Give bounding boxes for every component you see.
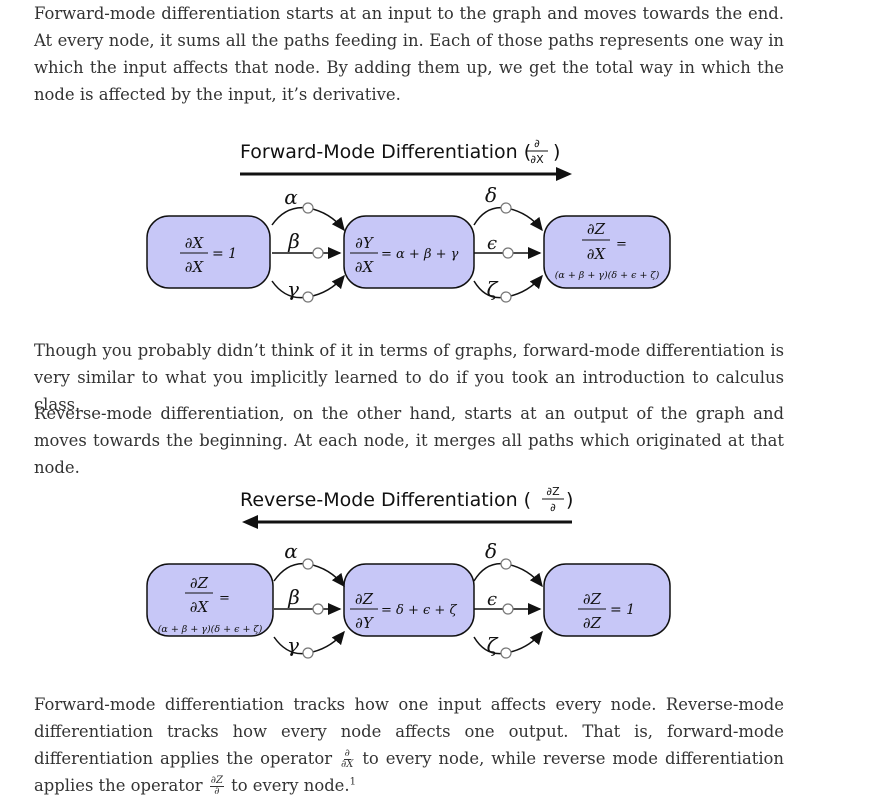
rev-edge-delta-label: δ (485, 539, 497, 563)
rev-edge-zeta-label: ζ (487, 633, 499, 657)
fwd-node3-rhs: = (616, 237, 627, 252)
rev-node3-rhs: = 1 (610, 602, 635, 618)
footnote-marker[interactable]: 1 (349, 776, 356, 788)
summary-text-a: Forward-mode differentiation tracks how … (34, 695, 784, 768)
node-z (543, 215, 671, 289)
reverse-title: Reverse-Mode Differentiation ( (240, 489, 531, 511)
intro-text: Forward-mode differentiation starts at a… (34, 4, 784, 104)
forward-title: Forward-Mode Differentiation ( (240, 141, 531, 163)
fwd-node3-num: ∂Z (587, 220, 606, 238)
rev-node1-sub: (α + β + γ)(δ + ϵ + ζ) (158, 624, 263, 635)
rev-node2-rhs: = δ + ϵ + ζ (381, 603, 457, 618)
forward-title-op-num: ∂ (534, 137, 540, 150)
reverse-title-op-den: ∂ (550, 501, 556, 514)
rev-edge-epsilon-label: ϵ (487, 589, 497, 610)
fwd-node3-sub: (α + β + γ)(δ + ϵ + ζ) (555, 270, 660, 281)
fwd-node1-num: ∂X (185, 234, 205, 252)
edge-zeta-label: ζ (487, 277, 499, 301)
forward-operator-num: ∂ (343, 748, 351, 760)
fwd-node1-den: ∂X (185, 258, 205, 276)
rev-edge-beta-label: β (287, 585, 300, 609)
calculus-paragraph: Though you probably didn’t think of it i… (34, 337, 784, 418)
intro-paragraph: Forward-mode differentiation starts at a… (34, 0, 784, 108)
reverse-title-op-num: ∂Z (546, 485, 560, 498)
reverse-operator: ∂Z∂ (209, 775, 224, 797)
summary-paragraph: Forward-mode differentiation tracks how … (34, 691, 784, 799)
reverse-mode-figure: Reverse-Mode Differentiation ( ∂Z ∂ ) ∂Z… (0, 468, 870, 668)
edge-beta-label: β (287, 229, 300, 253)
rev-node-z (543, 563, 671, 637)
rev-node1-den: ∂X (190, 598, 210, 616)
edge-gamma-label: γ (287, 277, 299, 301)
forward-mode-figure: Forward-Mode Differentiation ( ∂ ∂X ) ∂X… (0, 120, 870, 320)
calculus-text: Though you probably didn’t think of it i… (34, 341, 784, 414)
fwd-node2-den: ∂X (355, 258, 375, 276)
edge-alpha-label: α (284, 185, 298, 209)
reverse-operator-den: ∂ (214, 786, 220, 797)
node-y (343, 215, 475, 289)
fwd-node1-rhs: = 1 (212, 246, 237, 262)
forward-operator-den: ∂X (341, 759, 354, 770)
summary-text-b: to every node, while reverse mode differ… (34, 749, 784, 795)
rev-edge-gamma-label: γ (287, 633, 299, 657)
edge-delta-label: δ (485, 183, 497, 207)
rev-node1-rhs: = (219, 591, 230, 606)
reverse-intro-text: Reverse-mode differentiation, on the oth… (34, 404, 784, 477)
node-x (146, 215, 271, 289)
reverse-title-close: ) (566, 489, 573, 511)
rev-node-y (343, 563, 475, 637)
rev-node2-num: ∂Z (355, 590, 374, 608)
rev-node3-num: ∂Z (583, 590, 602, 608)
forward-title-close: ) (553, 141, 560, 163)
rev-edge-alpha-label: α (284, 539, 298, 563)
reverse-intro-paragraph: Reverse-mode differentiation, on the oth… (34, 400, 784, 481)
rev-node3-den: ∂Z (583, 614, 602, 632)
edge-epsilon-label: ϵ (487, 233, 497, 254)
summary-text-c: to every node. (231, 776, 350, 795)
fwd-node3-den: ∂X (587, 245, 607, 263)
forward-operator: ∂∂X (341, 749, 353, 770)
fwd-node2-rhs: = α + β + γ (381, 247, 459, 262)
rev-node1-num: ∂Z (190, 574, 209, 592)
reverse-operator-num: ∂Z (209, 775, 224, 787)
rev-node-x (146, 563, 274, 637)
forward-title-op-den: ∂X (530, 153, 544, 166)
fwd-node2-num: ∂Y (355, 234, 375, 252)
rev-node2-den: ∂Y (355, 614, 375, 632)
